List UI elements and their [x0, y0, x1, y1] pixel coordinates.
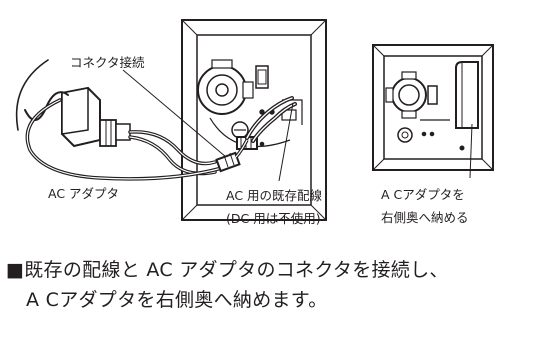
label-store-line1: A Cアダプタを: [381, 187, 465, 202]
stored-ac-adapter: [455, 61, 479, 129]
ac-adapter-plug: [61, 86, 131, 148]
valve-mechanism-right: [385, 71, 465, 151]
label-dc-unused: (DC 用は不使用): [226, 211, 321, 226]
label-connector: コネクタ接続: [70, 55, 145, 70]
existing-wiring: [245, 96, 297, 143]
valve-mechanism-left: [197, 59, 303, 148]
label-ac-adapter: AC アダプタ: [48, 186, 119, 201]
label-existing-wiring: AC 用の既存配線: [226, 188, 323, 203]
instruction-line1: ■既存の配線と AC アダプタのコネクタを接続し、: [6, 259, 449, 281]
instruction-text: ■既存の配線と AC アダプタのコネクタを接続し、 A Cアダプタを右側奥へ納め…: [6, 255, 449, 315]
instruction-line2: A Cアダプタを右側奥へ納めます。: [26, 289, 328, 311]
label-store-line2: 右側奥へ納める: [381, 210, 469, 225]
adapter-cord: [15, 59, 224, 181]
leader-lines: [122, 69, 473, 182]
